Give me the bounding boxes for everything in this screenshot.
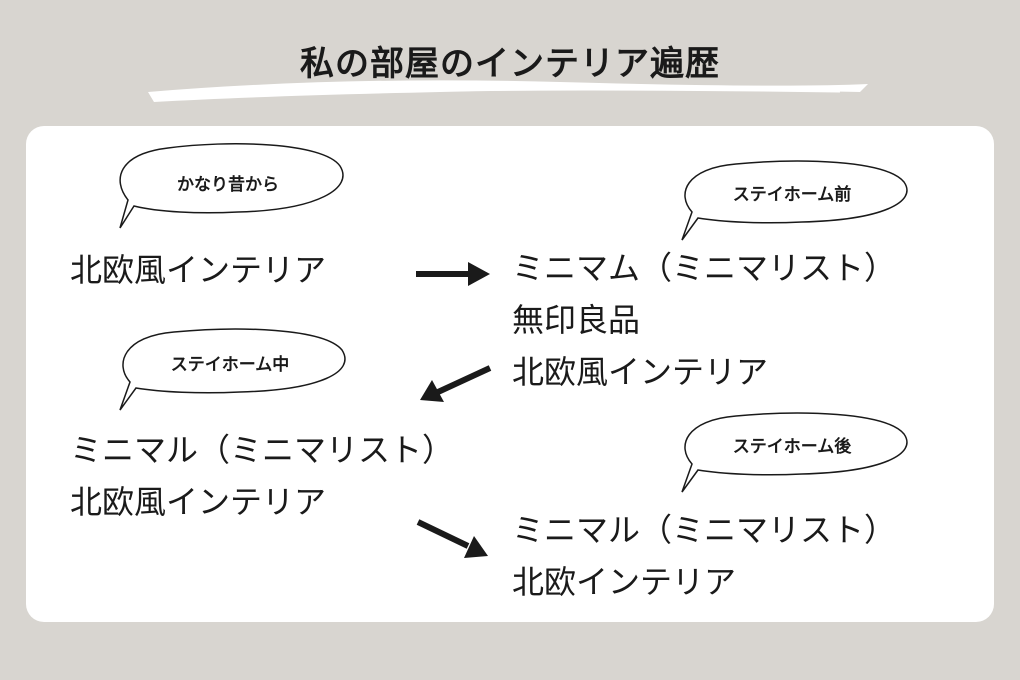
after-stay-home-block: ミニマル（ミニマリスト） 北欧インテリア — [512, 504, 896, 608]
speech-bubble-after-stay-home: ステイホーム後 — [672, 410, 912, 496]
text-line: 無印良品 — [512, 301, 641, 339]
speech-bubble-before-stay-home: ステイホーム前 — [672, 158, 912, 244]
brush-stroke-underline-icon — [148, 80, 868, 102]
text-line: ミニマム（ミニマリスト） — [512, 249, 897, 287]
text-line: ミニマル（ミニマリスト） — [70, 431, 455, 469]
text-line: 北欧風インテリア — [70, 251, 327, 289]
speech-bubble-during-stay-home: ステイホーム中 — [110, 326, 350, 414]
text-line: 北欧インテリア — [512, 563, 737, 601]
speech-bubble-icon — [681, 160, 908, 241]
arrow-down-right-icon — [416, 519, 488, 558]
before-stay-home-block: ミニマム（ミニマリスト） 無印良品 北欧風インテリア — [512, 242, 896, 398]
bubble-label: ステイホーム中 — [170, 355, 290, 375]
long-ago-block: 北欧風インテリア — [70, 244, 326, 296]
during-stay-home-block: ミニマル（ミニマリスト） 北欧風インテリア — [70, 424, 454, 528]
speech-bubble-icon — [681, 412, 908, 493]
bubble-label: ステイホーム前 — [732, 185, 852, 205]
text-line: 北欧風インテリア — [70, 483, 327, 521]
bubble-label: ステイホーム後 — [732, 437, 852, 457]
bubble-label: かなり昔から — [177, 175, 279, 195]
speech-bubble-long-ago: かなり昔から — [108, 140, 348, 232]
text-line: ミニマル（ミニマリスト） — [512, 511, 897, 549]
speech-bubble-icon — [119, 143, 344, 229]
arrow-down-left-icon — [420, 365, 492, 402]
speech-bubble-icon — [119, 328, 346, 411]
text-line: 北欧風インテリア — [512, 353, 769, 391]
arrow-right-icon — [416, 262, 490, 286]
page-title: 私の部屋のインテリア遍歴 — [300, 44, 720, 84]
